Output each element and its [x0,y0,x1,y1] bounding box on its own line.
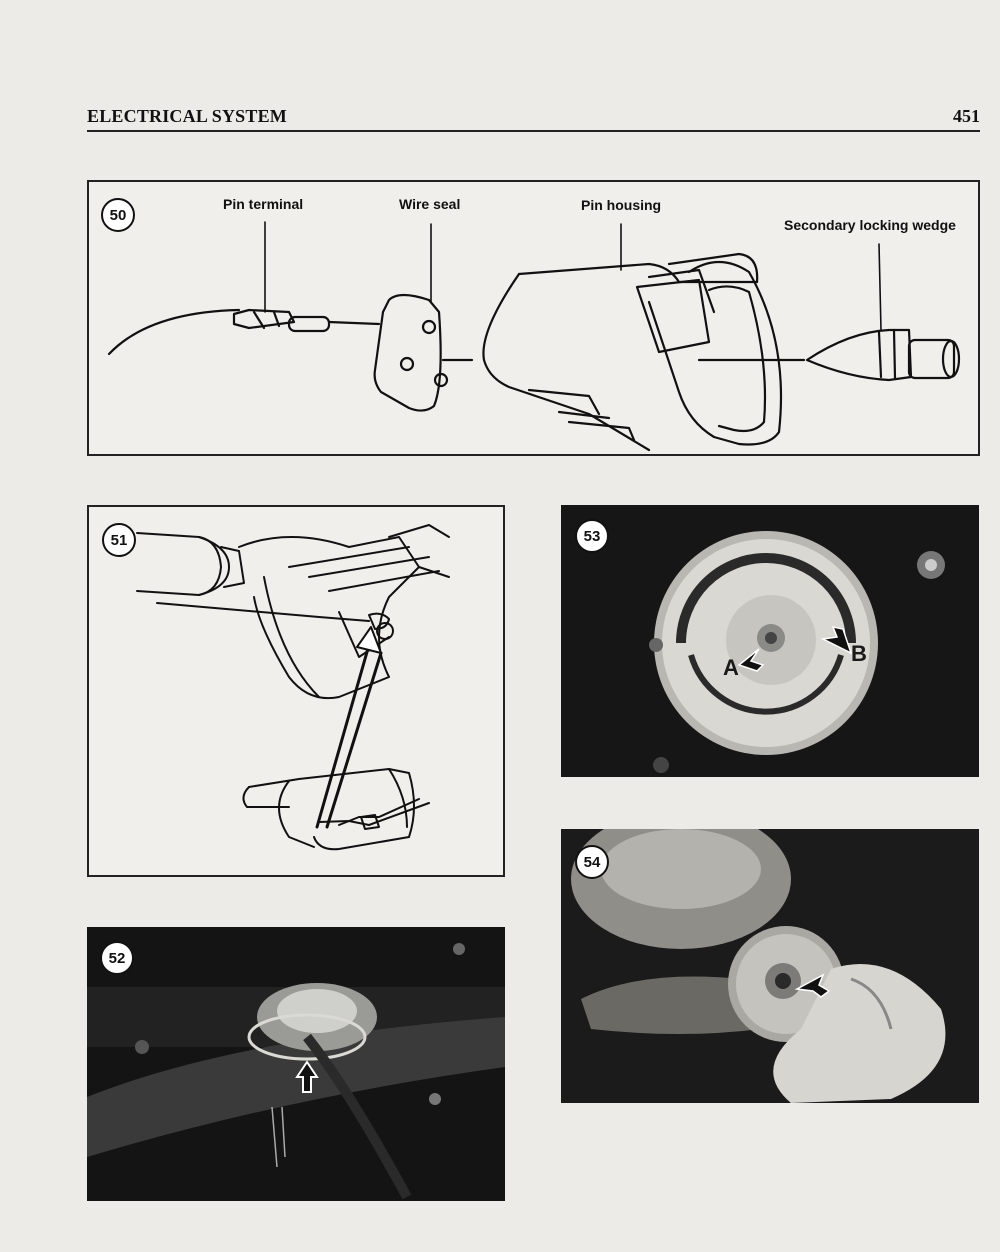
photo-horn-disc [561,505,979,777]
figure-50: 50 Pin terminal Wire seal Pin housing Se… [87,180,980,456]
section-title: ELECTRICAL SYSTEM [87,106,287,126]
label-secondary-locking-wedge: Secondary locking wedge [784,217,956,233]
label-pin-terminal: Pin terminal [223,196,304,212]
figure-number-badge: 50 [101,198,135,232]
figure-51: 51 [87,505,505,877]
terminal-insertion-diagram [136,524,450,851]
figure-number-badge: 54 [575,845,609,879]
label-pin-housing: Pin housing [581,197,662,213]
callout-a: A [723,655,739,680]
connector-exploded-diagram [107,221,961,452]
figure-53: 53 A B [561,505,979,777]
figure-number-badge: 51 [102,523,136,557]
figure-number-badge: 52 [100,941,134,975]
figure-number-badge: 53 [575,519,609,553]
page-header: ELECTRICAL SYSTEM 451 [87,104,980,132]
page-number: 451 [953,106,980,126]
photo-disc-in-hand [561,829,979,1103]
callout-b: B [851,641,867,666]
figure-52: 52 [87,927,505,1201]
figure-54: 54 [561,829,979,1103]
label-wire-seal: Wire seal [399,196,461,212]
photo-connector-underside [87,927,505,1201]
